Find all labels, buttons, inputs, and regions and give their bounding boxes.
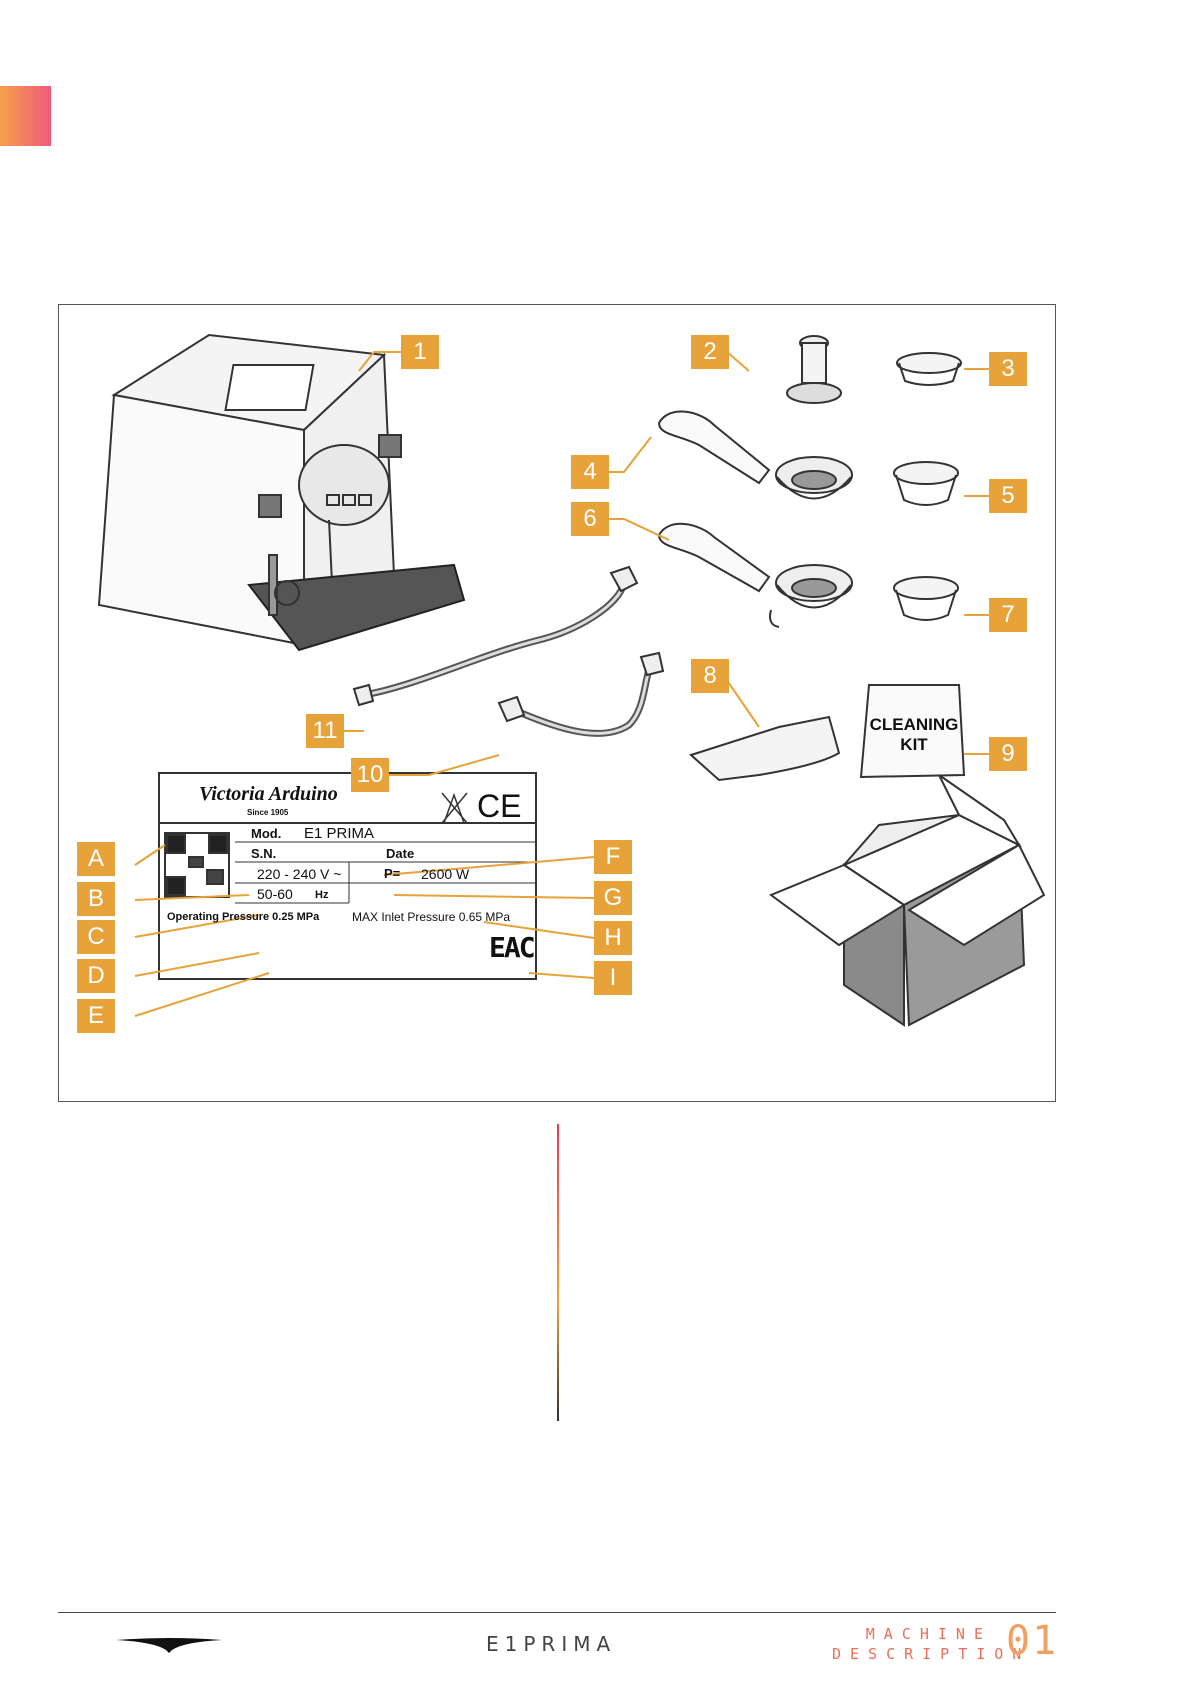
cleaning-kit-label: CLEANING KIT [859, 715, 969, 755]
section-accent-tab [0, 86, 51, 146]
machine-components-figure: 1 2 3 4 5 6 7 8 9 10 11 A B C D E F G H … [58, 304, 1056, 1102]
callout-D: D [77, 959, 115, 993]
callout-3: 3 [989, 352, 1027, 386]
plate-since: Since 1905 [247, 808, 288, 817]
brand-logo-icon [114, 1636, 224, 1654]
callout-A: A [77, 842, 115, 876]
plate-power-value: 2600 W [421, 866, 469, 882]
plate-mod-label: Mod. [251, 826, 281, 841]
callout-2: 2 [691, 335, 729, 369]
plate-ce-mark: CE [477, 788, 521, 825]
plate-max-inlet-pressure: MAX Inlet Pressure 0.65 MPa [352, 910, 510, 924]
callout-4: 4 [571, 455, 609, 489]
callout-E: E [77, 999, 115, 1033]
callout-10: 10 [351, 758, 389, 792]
callout-5: 5 [989, 479, 1027, 513]
callout-B: B [77, 882, 115, 916]
column-divider [557, 1124, 559, 1421]
plate-mod-value: E1 PRIMA [304, 825, 374, 842]
plate-sn-label: S.N. [251, 846, 276, 861]
callout-9: 9 [989, 737, 1027, 771]
figure-drawing [59, 305, 1057, 1103]
footer-section-number: 01 [1006, 1618, 1058, 1664]
plate-frequency: 50-60 [257, 886, 293, 902]
footer-section-line1: MACHINE [832, 1624, 992, 1644]
callout-6: 6 [571, 502, 609, 536]
plate-date-label: Date [386, 846, 414, 861]
callout-F: F [594, 840, 632, 874]
callout-I: I [594, 961, 632, 995]
footer-model-name: E1PRIMA [486, 1632, 616, 1656]
plate-eac-mark: EAC [489, 931, 534, 964]
callout-8: 8 [691, 659, 729, 693]
callout-G: G [594, 881, 632, 915]
callout-11: 11 [306, 714, 344, 748]
plate-operating-pressure: Operating Pressure 0.25 MPa [167, 911, 319, 923]
plate-freq-unit: Hz [315, 889, 328, 901]
callout-7: 7 [989, 598, 1027, 632]
callout-H: H [594, 921, 632, 955]
callout-1: 1 [401, 335, 439, 369]
callout-C: C [77, 920, 115, 954]
plate-brand: Victoria Arduino [199, 783, 338, 806]
plate-power-label: P= [384, 866, 400, 881]
footer-rule [58, 1612, 1056, 1613]
footer-section-line2: DESCRIPTION [832, 1644, 992, 1664]
footer-section-title: MACHINE DESCRIPTION [832, 1624, 992, 1664]
cleaning-kit-line2: KIT [900, 735, 927, 754]
espresso-machine-illustration [99, 335, 464, 650]
cleaning-kit-line1: CLEANING [870, 715, 959, 734]
plate-voltage: 220 - 240 V ~ [257, 866, 341, 882]
